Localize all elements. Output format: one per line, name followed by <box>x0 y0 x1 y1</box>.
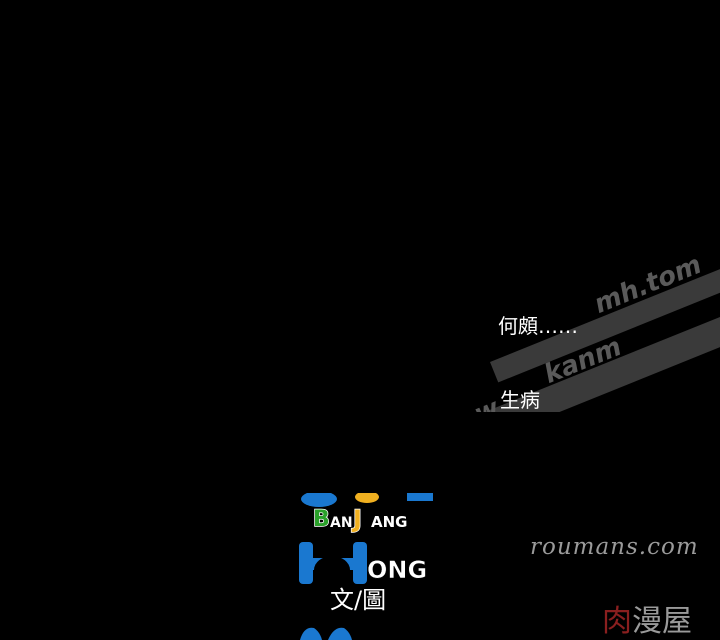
hong-logo-svg: ONG <box>299 542 427 584</box>
svg-text:ONG: ONG <box>367 556 427 584</box>
brand-watermark: 肉漫屋 <box>602 596 692 640</box>
svg-text:B: B <box>313 507 330 532</box>
watermark-text: w <box>470 392 504 412</box>
svg-text:ANG: ANG <box>371 513 407 531</box>
credit-label: 文/圖 <box>330 586 387 614</box>
svg-text:J: J <box>351 505 362 533</box>
logo-hong: ONG <box>297 540 439 584</box>
logo-banjang: B AN J ANG <box>297 493 439 537</box>
banjang-logo-svg: B AN J ANG <box>301 493 433 534</box>
partial-logo-icon <box>300 627 352 640</box>
svg-text:AN: AN <box>330 515 353 531</box>
brand-part-2: 漫屋 <box>632 604 692 639</box>
caption-line-1: 何頗…… <box>498 314 578 338</box>
site-watermark: roumans.com <box>530 534 699 560</box>
caption-line-2: 生病 <box>500 388 540 412</box>
brand-part-1: 肉 <box>602 604 632 639</box>
